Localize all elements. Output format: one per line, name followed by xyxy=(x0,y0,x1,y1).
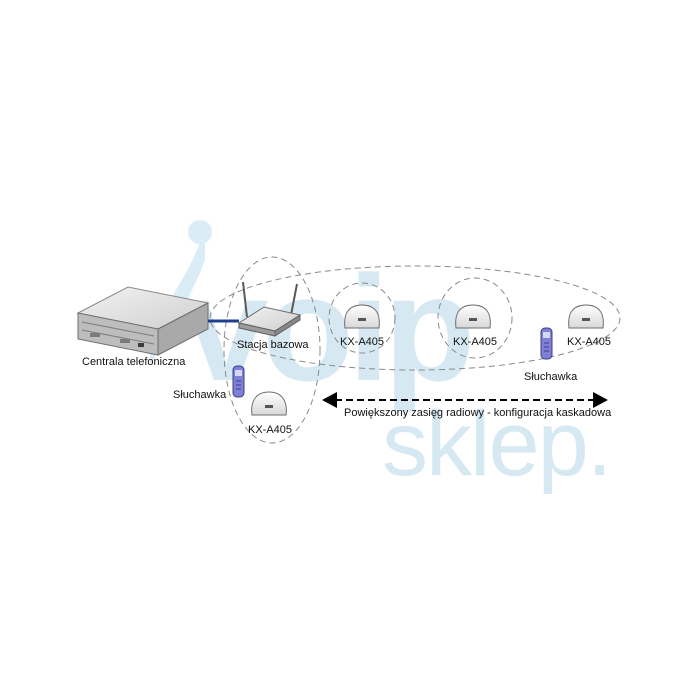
repeater-icon xyxy=(251,391,287,416)
handset-2-label: Słuchawka xyxy=(524,371,578,383)
repeater-2-label: KX-A405 xyxy=(453,336,497,348)
repeater-1-label: KX-A405 xyxy=(340,336,384,348)
coverage-repeater-2 xyxy=(437,277,513,359)
repeater-icon xyxy=(344,304,380,329)
watermark-brand-top: voip xyxy=(185,244,470,412)
range-arrow xyxy=(322,392,608,408)
coverage-large xyxy=(209,265,621,371)
watermark-brand-bottom: sklep. xyxy=(382,393,610,495)
coverage-base-station xyxy=(223,256,321,444)
repeater-icon xyxy=(455,304,491,329)
coverage-areas xyxy=(209,256,621,444)
pbx-icon xyxy=(76,286,210,356)
antenna-base-station-icon xyxy=(237,281,302,337)
repeater-icon xyxy=(568,304,604,329)
arrow-right-head xyxy=(593,392,608,408)
range-arrow-label: Powiększony zasięg radiowy - konfiguracj… xyxy=(344,407,612,419)
base-station-label: Stacja bazowa xyxy=(237,339,309,351)
handset-1-label: Słuchawka xyxy=(173,389,227,401)
handset-icon xyxy=(232,365,245,398)
handset-icon xyxy=(540,327,553,360)
watermark-dot xyxy=(188,220,212,244)
coverage-repeater-1 xyxy=(328,282,396,354)
repeater-3-label: KX-A405 xyxy=(567,336,611,348)
arrow-left-head xyxy=(322,392,337,408)
pbx-label: Centrala telefoniczna xyxy=(82,356,186,368)
repeater-4-label: KX-A405 xyxy=(248,424,292,436)
